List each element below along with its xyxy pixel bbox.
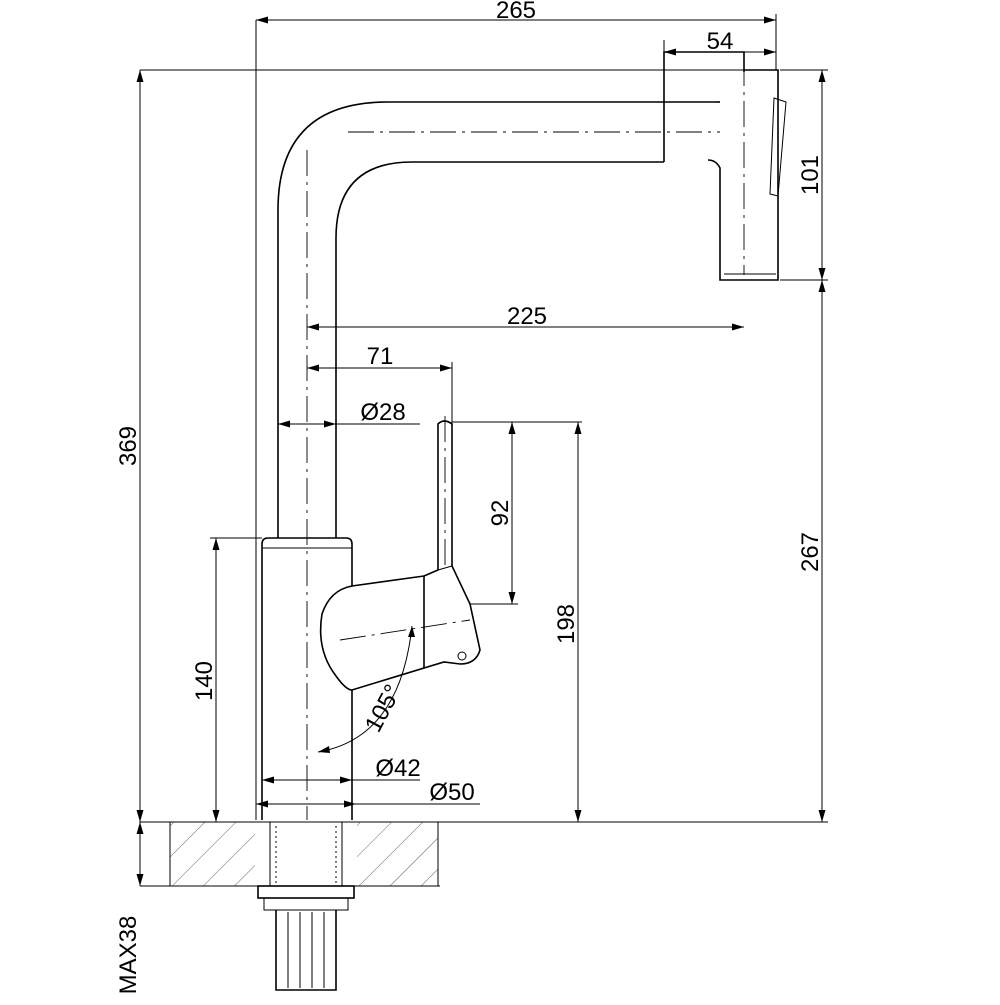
dimension-labels: 265 54 101 225 71 Ø28 92 369 198 267 140… [115, 0, 824, 994]
dim-handle-rotation-angle: 105° [360, 680, 407, 737]
handle-lever [423, 420, 481, 669]
dim-handle-height: 92 [487, 500, 514, 527]
spout-outer [277, 101, 716, 538]
spout-inner [335, 161, 664, 538]
countertop-section [140, 821, 828, 887]
center-lines [306, 60, 745, 820]
dim-total-height: 369 [115, 426, 142, 466]
dim-spray-head-height: 101 [797, 155, 824, 195]
dim-handle-top-height: 198 [553, 604, 580, 644]
dim-body-height: 140 [191, 661, 218, 701]
mounting-fitting [257, 821, 355, 991]
dim-body-diameter: Ø42 [375, 755, 420, 782]
dim-spout-tube-diameter: Ø28 [360, 399, 405, 426]
spray-button [769, 97, 787, 197]
handle-mount [319, 575, 425, 691]
dim-spout-reach: 225 [507, 303, 547, 330]
dimension-lines [136, 14, 828, 886]
dim-spray-head-width: 54 [707, 28, 734, 55]
dim-base-diameter: Ø50 [429, 779, 474, 806]
dim-handle-offset: 71 [367, 343, 394, 370]
dim-max-deck-thickness: MAX38 [115, 916, 142, 995]
spray-head [663, 51, 779, 281]
dim-spout-outlet-height: 267 [797, 532, 824, 572]
dim-total-width: 265 [496, 0, 536, 24]
